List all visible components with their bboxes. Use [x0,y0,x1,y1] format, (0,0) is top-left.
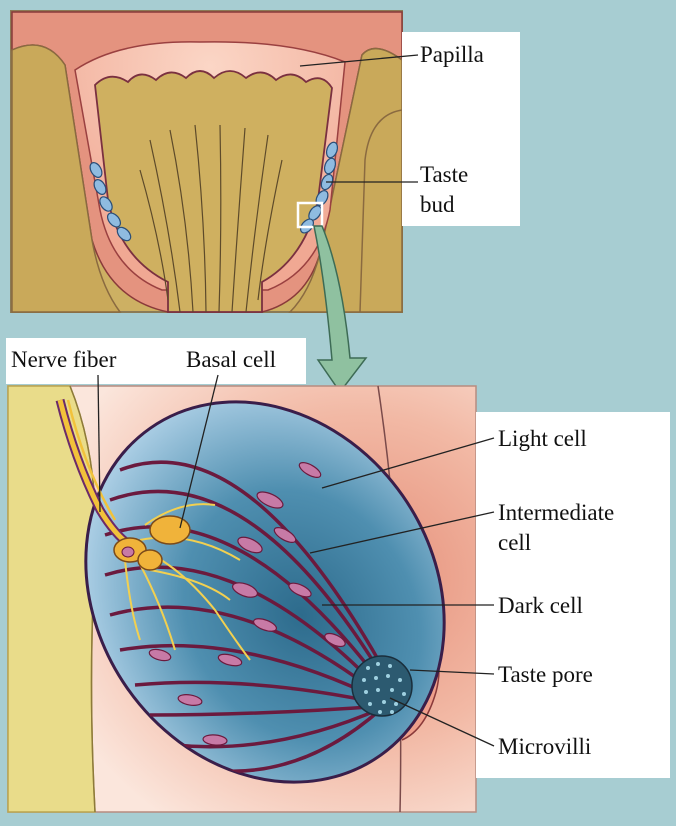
light-cell-label: Light cell [498,426,587,451]
zoom-arrow [313,225,368,394]
taste-bud-label-line1: Taste [420,162,468,187]
papilla-core [94,70,333,313]
nerve-fiber-label: Nerve fiber [11,347,117,372]
microvilli-label: Microvilli [498,734,591,759]
left-tissue [11,44,122,313]
basal-cell-label: Basal cell [186,347,276,372]
dark-cell-label: Dark cell [498,593,583,618]
cell-nuclei [148,462,346,746]
taste-buds-left [89,162,132,242]
zoom-box [296,201,324,229]
bottom-top-labels-box [6,338,306,384]
connective-fibers [139,124,283,313]
taste-bud-label-line2: bud [420,192,455,217]
top-label-box [402,32,520,226]
leader-lines [97,374,495,747]
right-label-box [476,412,670,778]
intermediate-cell-label-line1: Intermediate [498,500,614,525]
taste-bud-detail [7,385,477,813]
taste-pore-label: Taste pore [498,662,593,687]
papilla-leader [299,54,419,67]
papilla-illustration [10,10,403,313]
taste-pore [351,655,413,717]
basal-nucleus [121,546,135,558]
intermediate-cell-label-line2: cell [498,530,531,555]
right-tissue-ridge [359,109,403,313]
papilla-label: Papilla [420,42,484,67]
